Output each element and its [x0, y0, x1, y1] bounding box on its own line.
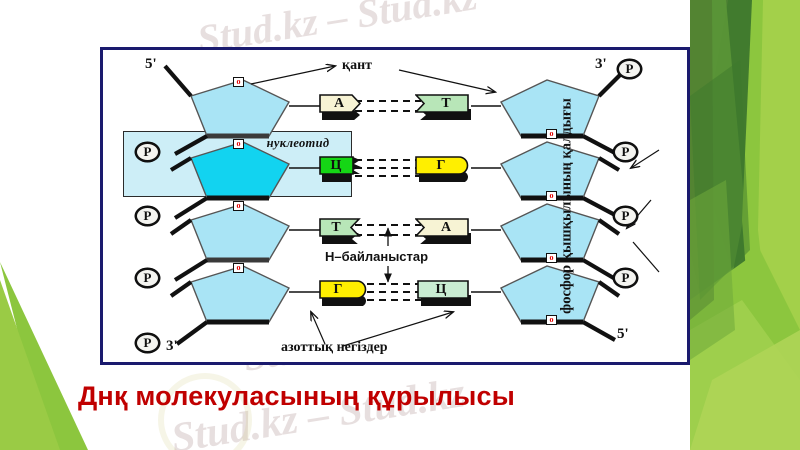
base-shape-T-right — [415, 94, 471, 120]
prime-label-3-right: 3' — [595, 56, 607, 72]
left-backbone — [163, 64, 209, 346]
oxygen-marker: о — [546, 191, 557, 201]
phosphate-circle-right: Р — [613, 268, 638, 288]
oxygen-marker: о — [233, 201, 244, 211]
phosphate-circle-left: Р — [135, 268, 160, 288]
base-shape-A-left — [319, 94, 362, 120]
phosphate-circle-right: Р — [617, 59, 642, 79]
bases-leader-lines — [311, 312, 453, 347]
oxygen-marker: о — [546, 129, 557, 139]
base-label-C: Ц — [435, 282, 447, 297]
phosphate-circle-right: Р — [613, 142, 638, 162]
phosphate-circle-right: Р — [613, 206, 638, 226]
base-shape-A-right — [415, 218, 471, 244]
oxygen-marker: о — [233, 77, 244, 87]
base-shape-C-right — [417, 280, 471, 306]
prime-label-5-left: 5' — [145, 56, 157, 72]
nitrogen-bases-annotation: азоттық негіздер — [281, 340, 388, 355]
sugar-right-1 — [500, 79, 600, 139]
phosphate-residue-annotation: фосфор қышқылының қалдығы — [558, 98, 575, 314]
sugar-annotation: қант — [342, 58, 373, 73]
nucleotide-label: нуклеотид — [266, 136, 330, 150]
sugar-left-4 — [190, 265, 290, 325]
hbond-annotation: Н–байланыстар — [325, 249, 429, 264]
sugar-leader-lines — [250, 66, 495, 92]
base-label-T: Т — [331, 220, 341, 235]
base-label-A: А — [440, 220, 452, 235]
phosphate-circle-left: Р — [135, 206, 160, 226]
base-label-A: А — [333, 96, 345, 111]
prime-label-5-right: 5' — [617, 326, 629, 342]
base-label-C: Ц — [330, 158, 342, 173]
phosphate-circle-left: Р — [135, 142, 160, 162]
base-shape-T-left — [319, 218, 361, 244]
base-label-G: Г — [436, 158, 446, 173]
sugar-left-2 — [190, 141, 290, 201]
base-shape-G-left — [319, 280, 367, 306]
phosphate-residue-caption-wrap: фосфор қышқылының қалдығы — [559, 50, 685, 362]
base-shape-C-left — [319, 156, 361, 182]
base-label-T: Т — [441, 96, 451, 111]
sugar-right-3 — [500, 203, 600, 263]
right-backbone — [581, 70, 625, 342]
dna-diagram-frame: нуклеотид — [100, 47, 690, 365]
prime-label-3-left: 3' — [166, 338, 178, 354]
left-sugar-base-links — [289, 105, 321, 293]
oxygen-marker: о — [233, 139, 244, 149]
sugar-right-4 — [500, 265, 600, 325]
diagram-vectors — [163, 50, 660, 347]
base-label-G: Г — [333, 282, 343, 297]
sugar-left-1 — [190, 79, 290, 139]
oxygen-marker: о — [546, 253, 557, 263]
oxygen-marker: о — [546, 315, 557, 325]
phosphate-circle-left: Р — [135, 333, 160, 353]
page-title: Днқ молекуласының құрылысы — [78, 381, 515, 411]
sugar-left-3 — [190, 203, 290, 263]
sugar-right-2 — [500, 141, 600, 201]
right-sugar-base-links — [471, 105, 501, 293]
hydrogen-bonds — [355, 100, 421, 301]
oxygen-marker: о — [233, 263, 244, 273]
base-shape-G-right — [415, 156, 469, 182]
